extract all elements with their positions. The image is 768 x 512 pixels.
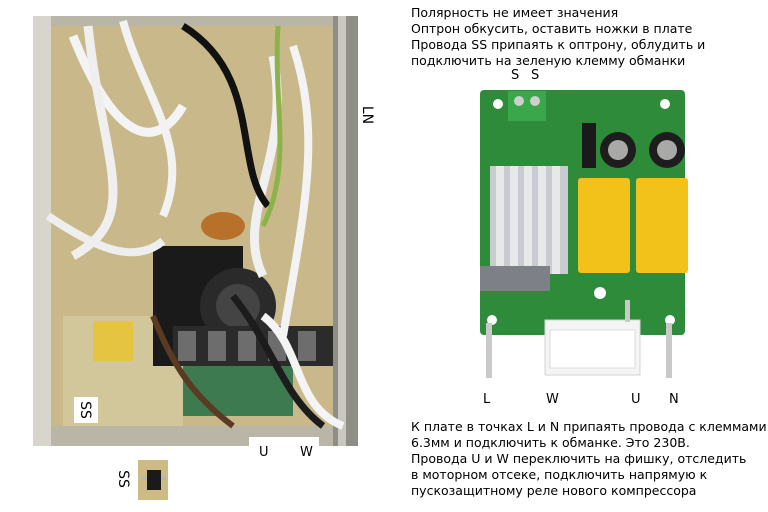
emulator-board-photo: [470, 88, 695, 388]
label-s-2: S: [531, 68, 540, 83]
uw-label-tag: [249, 437, 319, 463]
label-ln: LN: [359, 105, 376, 125]
instruction-bottom-line-3: Провода U и W переключить на фишку, отсл…: [411, 451, 747, 466]
controller-board-photo: [33, 16, 358, 446]
instruction-top-line-4: подключить на зеленую клемму обманки: [411, 53, 686, 68]
label-w-right: W: [546, 392, 559, 407]
instructions-bottom: К плате в точках L и N припаять провода …: [411, 419, 767, 499]
instruction-top-line-3: Провода SS припаять к оптрону, облудить …: [411, 37, 706, 52]
instruction-top-line-1: Полярность не имеет значения: [411, 5, 619, 20]
optocoupler-inset-photo: [138, 460, 168, 500]
controller-board-illustration: [33, 16, 358, 446]
instructions-top: Полярность не имеет значения Оптрон обку…: [411, 5, 705, 69]
label-s-1: S: [511, 68, 520, 83]
emulator-board-illustration: [470, 88, 695, 388]
label-ss-left: SS: [76, 401, 93, 419]
label-u-right: U: [631, 392, 641, 407]
label-n: N: [669, 392, 679, 407]
label-u-left: U: [259, 445, 269, 460]
instruction-bottom-line-1: К плате в точках L и N припаять провода …: [411, 419, 767, 434]
instruction-top-line-2: Оптрон обкусить, оставить ножки в плате: [411, 21, 693, 36]
optocoupler-illustration: [138, 460, 168, 500]
ss-label-tag: [74, 397, 98, 423]
label-l: L: [483, 392, 491, 407]
label-ss-inset: SS: [114, 470, 131, 488]
instruction-bottom-line-4: в моторном отсеке, подключить напрямую к: [411, 467, 708, 482]
label-w-left: W: [300, 445, 313, 460]
instruction-bottom-line-5: пускозащитному реле нового компрессора: [411, 483, 697, 498]
instruction-bottom-line-2: 6.3мм и подключить к обманке. Это 230В.: [411, 435, 690, 450]
